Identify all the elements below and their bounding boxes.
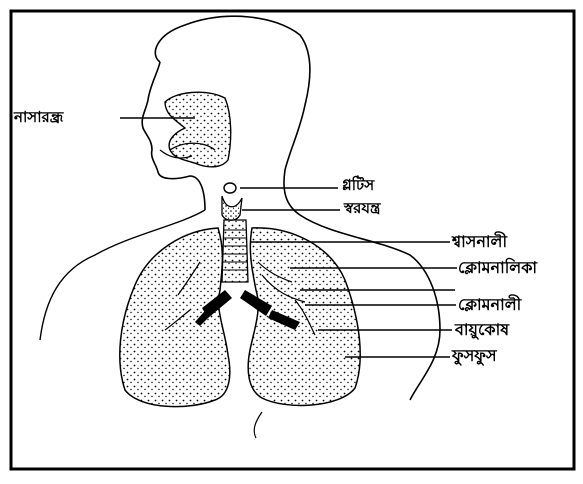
glottis-shape: [224, 183, 236, 193]
label-trachea: শ্বাসনালী: [452, 234, 507, 250]
label-glottis: গ্লটিস: [342, 178, 374, 193]
label-bronchiole: ক্লোমনালিকা: [458, 260, 537, 276]
diaphragm: [254, 412, 262, 438]
left-lung: [120, 228, 230, 407]
right-lung: [248, 228, 360, 406]
trachea-shape: [222, 220, 248, 282]
label-larynx: স্বরযন্ত্র: [344, 201, 380, 216]
label-bronchus: ক্লোমনালী: [458, 297, 521, 313]
label-nasal-cavity: নাসারন্ধ্র: [14, 110, 63, 125]
label-lung: ফুসফুস: [452, 348, 497, 364]
larynx-shape: [222, 196, 242, 220]
label-alveolus: বায়ুকোষ: [455, 322, 509, 338]
nasal-cavity-shape: [165, 92, 231, 167]
